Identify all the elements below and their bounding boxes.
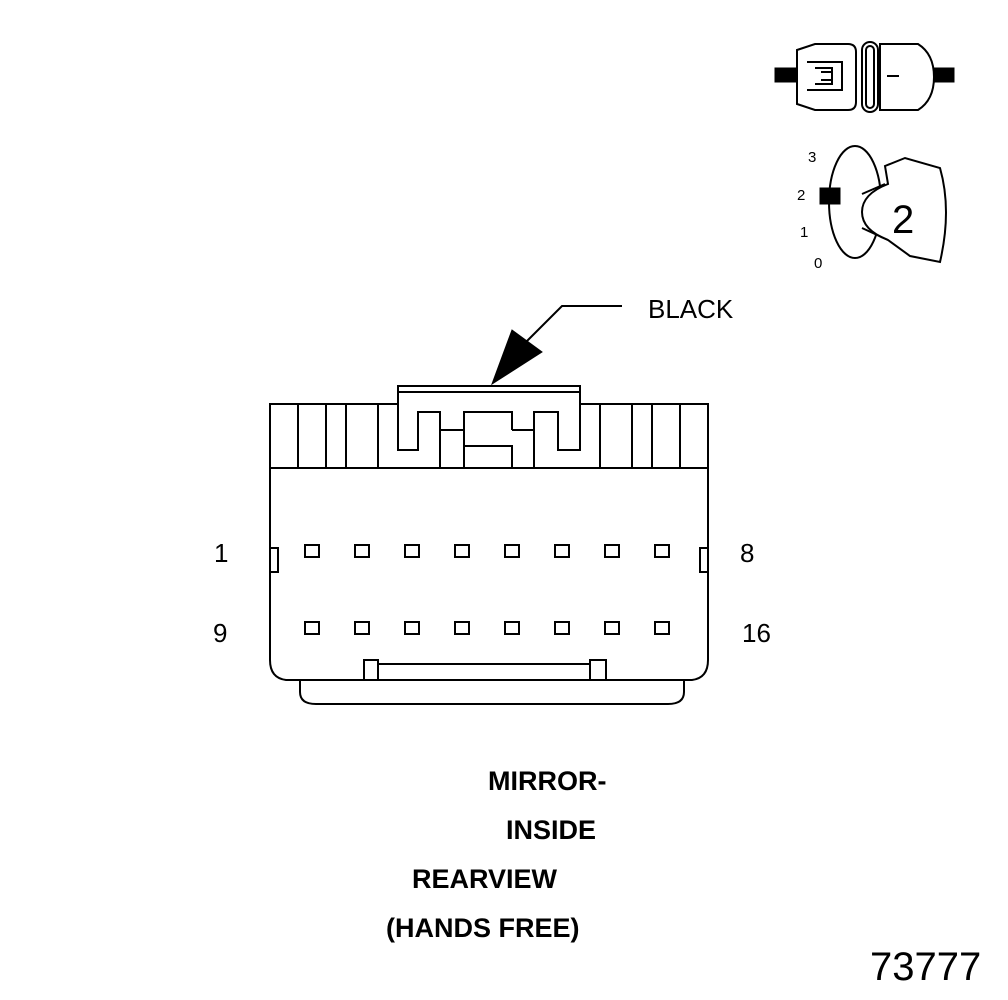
title-line-4: (HANDS FREE) — [386, 913, 580, 943]
pin-cavity-6 — [554, 544, 570, 558]
pin-cavity-3 — [404, 544, 420, 558]
pin-cavity-4 — [454, 544, 470, 558]
key-position-2: 2 — [797, 187, 805, 204]
pin-cavity-15 — [604, 621, 620, 635]
callout-color-label: BLACK — [648, 294, 734, 324]
pin-cavity-2 — [354, 544, 370, 558]
title-line-2: INSIDE — [506, 815, 596, 845]
pin-cavity-8 — [654, 544, 670, 558]
title-line-1: MIRROR- — [488, 766, 606, 796]
pin-label-8: 8 — [740, 538, 754, 568]
pin-cavity-14 — [554, 621, 570, 635]
pin-label-16: 16 — [742, 618, 771, 648]
figure-number: 73777 — [870, 945, 981, 989]
key-position-value: 2 — [892, 198, 914, 242]
pin-cavity-5 — [504, 544, 520, 558]
color-callout: BLACK — [491, 294, 734, 386]
pin-cavity-16 — [654, 621, 670, 635]
pin-cavity-12 — [454, 621, 470, 635]
pin-label-9: 9 — [213, 618, 227, 648]
title-line-3: REARVIEW — [412, 864, 558, 894]
pin-cavity-7 — [604, 544, 620, 558]
key-position-0: 0 — [814, 255, 822, 272]
pin-cavity-10 — [354, 621, 370, 635]
key-position-indicator: 3 2 1 0 2 — [797, 145, 947, 272]
key-position-1: 1 — [800, 224, 808, 241]
pin-cavity-1 — [304, 544, 320, 558]
pin-cavity-13 — [504, 621, 520, 635]
connector-face — [269, 385, 709, 705]
connector-side-view-icon — [774, 41, 955, 113]
pin-cavities — [304, 544, 670, 635]
key-position-3: 3 — [808, 149, 816, 166]
pin-label-1: 1 — [214, 538, 228, 568]
pin-cavity-11 — [404, 621, 420, 635]
pin-cavity-9 — [304, 621, 320, 635]
